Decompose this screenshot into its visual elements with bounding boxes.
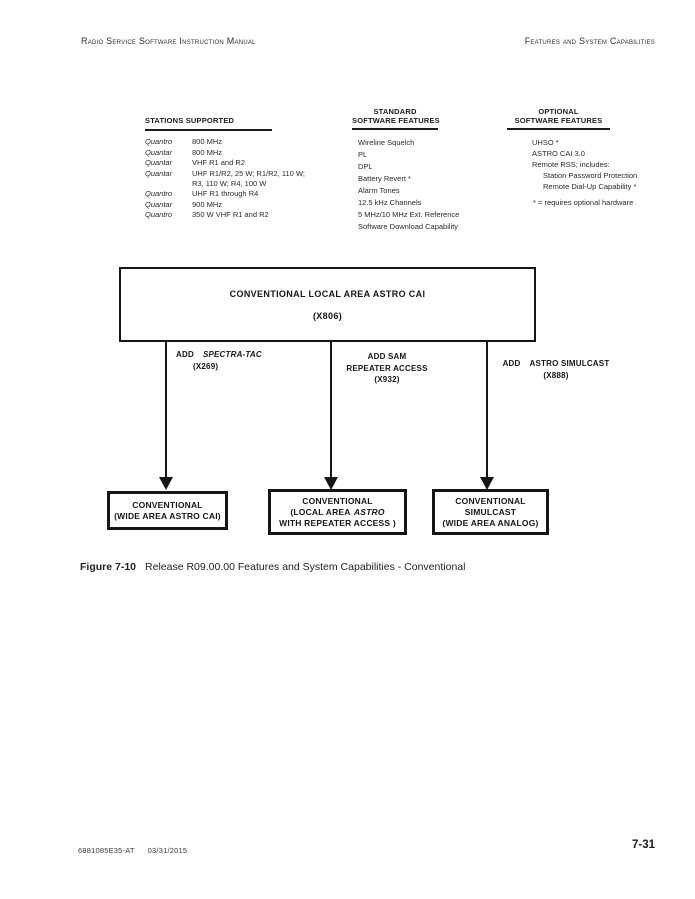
standard-title-line1: STANDARD — [373, 107, 417, 116]
root-box-title: CONVENTIONAL LOCAL AREA ASTRO CAI — [229, 288, 426, 299]
figure-caption-label: Figure 7-10 — [80, 561, 137, 573]
connector-line-left — [165, 341, 167, 478]
branch-add-word: ADD — [176, 350, 194, 359]
feature-item: 5 MHz/10 MHz Ext. Reference — [358, 210, 460, 219]
station-model: Quantar — [145, 168, 173, 178]
branch-label-line: ADD ASTRO SIMULCAST — [497, 358, 615, 370]
feature-item: Battery Revert * — [358, 174, 411, 183]
leaf-box-line: (WIDE AREA ASTRO CAI) — [114, 510, 221, 521]
feature-item: UHSO * — [532, 138, 559, 147]
page-footer-left: 6881085E35-AT 03/31/2015 — [78, 846, 187, 855]
hardware-footnote: * = requires optional hardware — [533, 198, 634, 207]
leaf-box-line: (WIDE AREA ANALOG) — [442, 517, 539, 528]
down-arrow-icon — [324, 477, 338, 490]
leaf-box-conventional-simulcast: CONVENTIONAL SIMULCAST (WIDE AREA ANALOG… — [432, 489, 549, 535]
station-model: Quantar — [145, 158, 173, 167]
station-desc: UHF R1 through R4 — [192, 189, 259, 198]
branch-name: ASTRO SIMULCAST — [529, 359, 610, 368]
leaf-box-text-italic: ASTRO — [353, 506, 385, 517]
optional-title-line1: OPTIONAL — [538, 107, 579, 116]
leaf-box-text: (LOCAL AREA — [290, 506, 351, 517]
leaf-box-line: CONVENTIONAL — [302, 495, 373, 506]
optional-features-title: OPTIONAL SOFTWARE FEATURES — [507, 107, 610, 130]
feature-item: ASTRO CAI 3.0 — [532, 149, 585, 158]
connector-line-right — [486, 341, 488, 478]
station-item: Quantar 800 MHz — [145, 148, 295, 158]
leaf-box-line: CONVENTIONAL — [132, 499, 203, 510]
optional-features-items: UHSO * ASTRO CAI 3.0 Remote RSS; include… — [507, 137, 638, 192]
standard-features-column: STANDARD SOFTWARE FEATURES Wireline Sque… — [352, 107, 460, 233]
station-model: Quantar — [145, 199, 173, 209]
branch-code: (X888) — [543, 370, 569, 380]
branch-code: (X269) — [193, 361, 219, 371]
station-desc-line: UHF R1/R2, 25 W; R1/R2, 110 W; — [192, 168, 305, 178]
standard-features-items: Wireline Squelch PL DPL Battery Revert *… — [352, 137, 460, 233]
branch-label-line: REPEATER ACCESS — [346, 363, 428, 373]
feature-item: Software Download Capability — [358, 222, 459, 231]
feature-item: 12.5 kHz Channels — [358, 198, 422, 207]
stations-supported-column: STATIONS SUPPORTED Quantro 800 MHz Quant… — [145, 107, 305, 221]
diagram-root-box: CONVENTIONAL LOCAL AREA ASTRO CAI (X806) — [119, 267, 536, 342]
station-desc: 800 MHz — [192, 137, 223, 146]
header-right-title: Features and System Capabilities — [524, 36, 655, 46]
station-desc: VHF R1 and R2 — [192, 158, 245, 167]
branch-label-line: ADD SPECTRA-TAC — [176, 349, 262, 361]
header-left-title: Radio Service Software Instruction Manua… — [81, 36, 256, 46]
optional-title-line2: SOFTWARE FEATURES — [514, 116, 603, 125]
footer-date: 03/31/2015 — [147, 846, 188, 855]
stations-supported-items: Quantro 800 MHz Quantar 800 MHz Quantar … — [145, 137, 305, 220]
footer-page-number: 7-31 — [631, 839, 655, 851]
station-desc: 350 W VHF R1 and R2 — [192, 210, 269, 219]
station-model: Quantro — [145, 210, 173, 219]
root-box-code: (X806) — [312, 310, 343, 321]
stations-supported-title: STATIONS SUPPORTED — [145, 116, 272, 131]
station-item: Quantar UHF R1/R2, 25 W; R1/R2, 110 W; R… — [145, 168, 305, 189]
feature-item: Station Password Protection — [543, 171, 638, 180]
station-model: Quantro — [145, 137, 173, 146]
leaf-box-line: SIMULCAST — [464, 506, 517, 517]
branch-label-spectra-tac: ADD SPECTRA-TAC (X269) — [176, 349, 262, 372]
station-desc: 800 MHz — [192, 147, 223, 157]
station-item: Quantar 900 MHz — [145, 200, 295, 210]
leaf-box-local-area-astro-repeater: CONVENTIONAL (LOCAL AREA ASTRO WITH REPE… — [268, 489, 407, 535]
page-header: Radio Service Software Instruction Manua… — [81, 36, 655, 46]
optional-features-column: OPTIONAL SOFTWARE FEATURES UHSO * ASTRO … — [507, 107, 638, 208]
leaf-box-wide-area-astro-cai: CONVENTIONAL (WIDE AREA ASTRO CAI) — [107, 491, 228, 530]
station-desc: UHF R1/R2, 25 W; R1/R2, 110 W; R3, 110 W… — [192, 169, 305, 189]
station-item: Quantar VHF R1 and R2 — [145, 158, 295, 168]
feature-item: PL — [358, 150, 368, 159]
station-desc: 900 MHz — [192, 199, 223, 209]
down-arrow-icon — [480, 477, 494, 490]
branch-name: SPECTRA-TAC — [202, 350, 262, 359]
branch-label-line: ADD SAM — [367, 352, 407, 361]
feature-item: Alarm Tones — [358, 186, 400, 195]
footer-doc-number: 6881085E35-AT — [78, 846, 135, 855]
branch-label-sam-repeater: ADD SAM REPEATER ACCESS (X932) — [333, 351, 441, 386]
figure-caption: Figure 7-10 Release R09.00.00 Features an… — [80, 561, 465, 573]
station-item: Quantro UHF R1 through R4 — [145, 189, 295, 199]
feature-item: Remote Dial-Up Capability * — [543, 182, 637, 191]
standard-features-title: STANDARD SOFTWARE FEATURES — [352, 107, 440, 130]
station-desc-line: R3, 110 W; R4, 100 W — [192, 178, 267, 188]
station-model: Quantro — [145, 189, 173, 198]
branch-add-word: ADD — [502, 359, 521, 368]
branch-label-astro-simulcast: ADD ASTRO SIMULCAST (X888) — [497, 358, 615, 381]
station-item: Quantro 800 MHz — [145, 137, 295, 147]
standard-title-line2: SOFTWARE FEATURES — [352, 116, 440, 125]
feature-item: DPL — [358, 162, 373, 171]
feature-item: Remote RSS; includes: — [532, 160, 610, 169]
leaf-box-line: WITH REPEATER ACCESS ) — [279, 517, 396, 528]
feature-item: Wireline Squelch — [358, 138, 415, 147]
branch-code: (X932) — [374, 375, 400, 384]
station-model: Quantar — [145, 147, 173, 157]
connector-line-middle — [330, 341, 332, 478]
down-arrow-icon — [159, 477, 173, 490]
figure-caption-text: Release R09.00.00 Features and System Ca… — [145, 561, 466, 573]
station-item: Quantro 350 W VHF R1 and R2 — [145, 210, 295, 220]
leaf-box-line: (LOCAL AREA ASTRO — [290, 507, 384, 518]
leaf-box-line: CONVENTIONAL — [455, 495, 526, 506]
